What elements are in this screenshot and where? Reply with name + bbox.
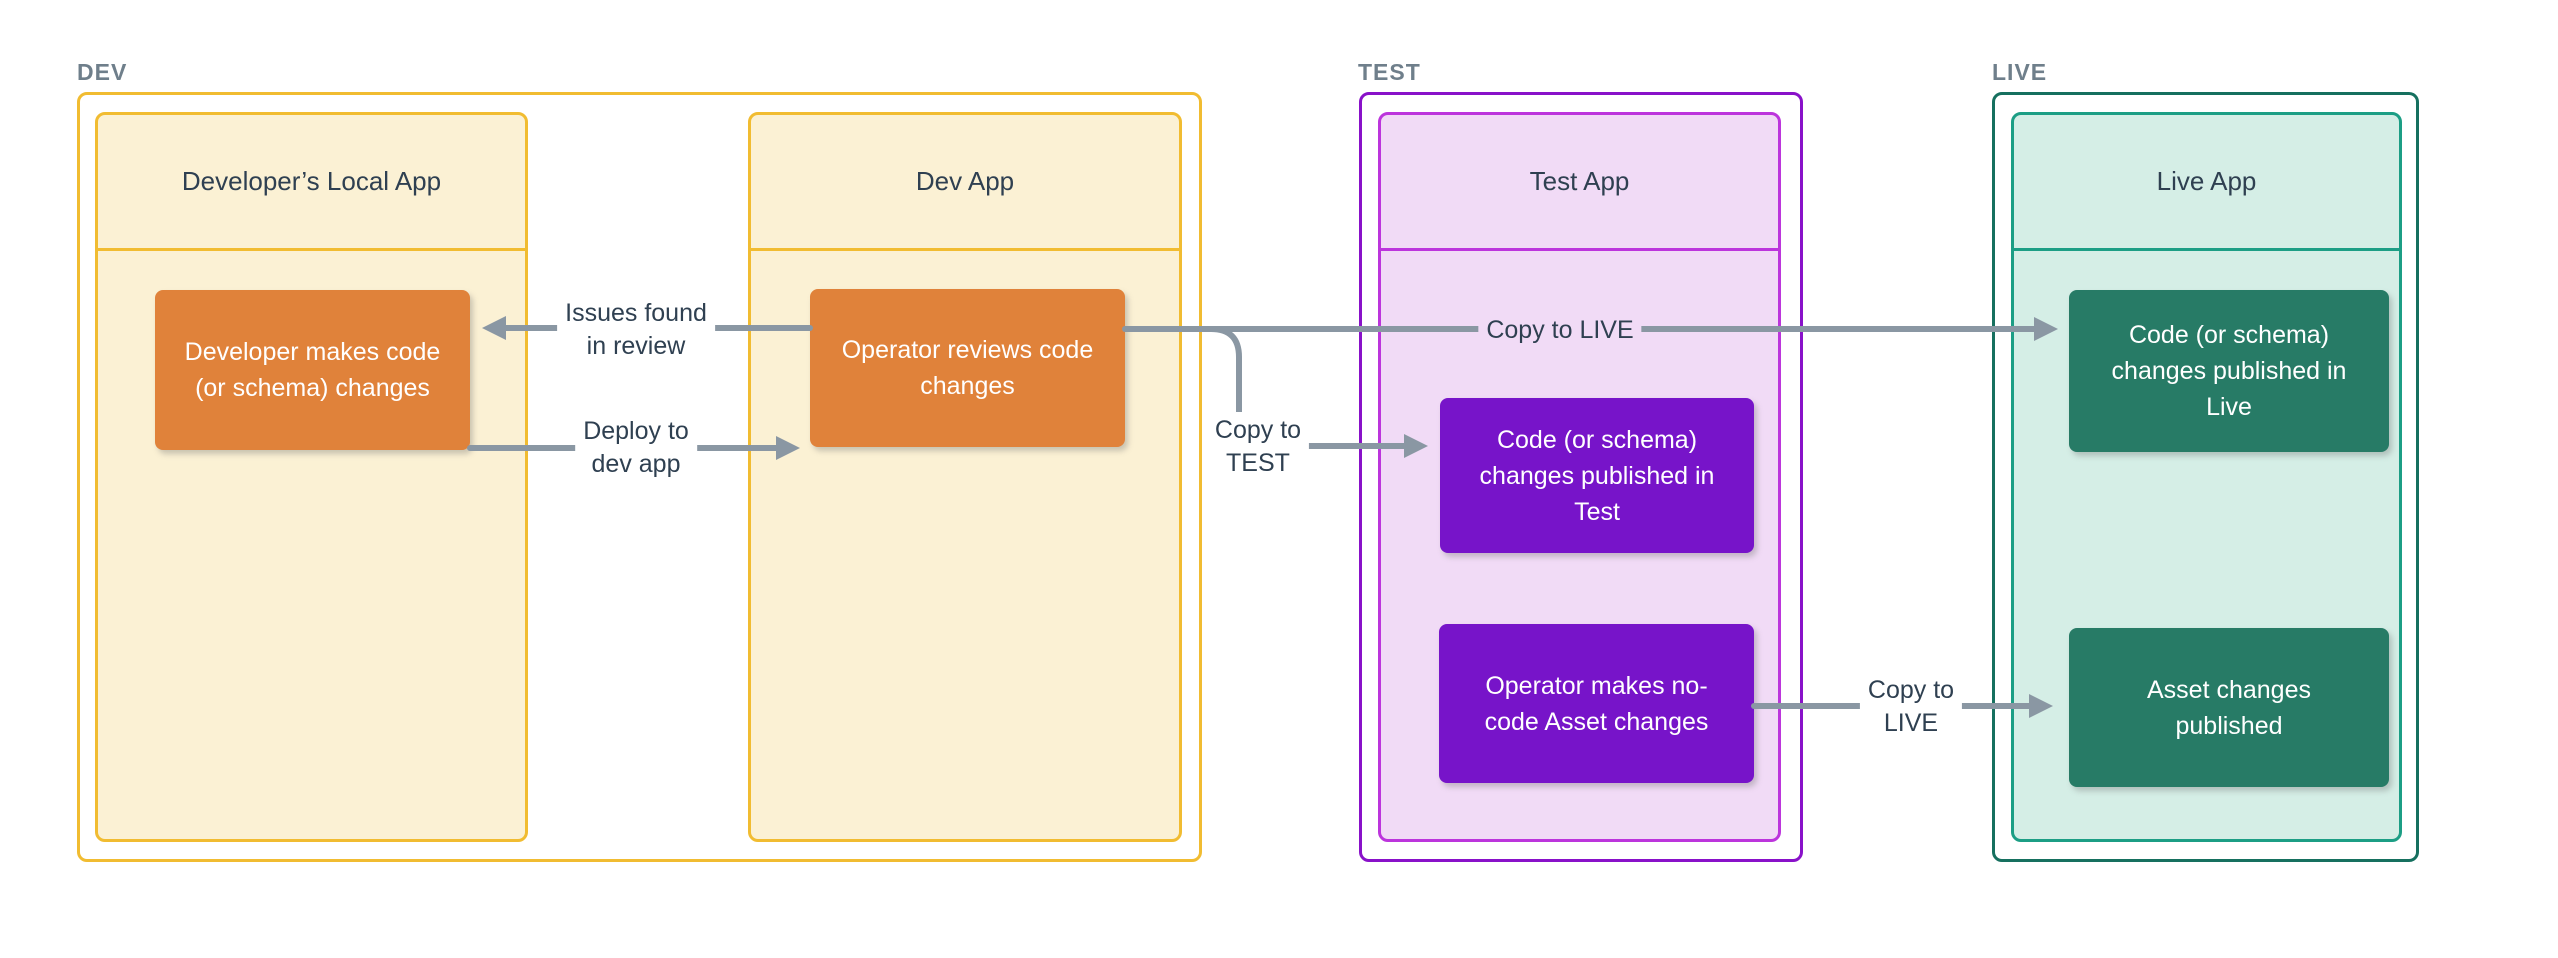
app-box-developers-local-app: Developer’s Local App [95,112,528,842]
app-title-developers-local-app: Developer’s Local App [181,166,442,196]
node-operator-reviews: Operator reviews code changes [810,289,1125,447]
app-title-dev-app: Dev App [915,166,1015,196]
node-developer-makes-changes: Developer makes code (or schema) changes [155,290,470,450]
app-header: Dev App [751,115,1179,251]
section-label-test: TEST [1358,59,1421,85]
app-header: Live App [2014,115,2399,251]
app-header: Test App [1381,115,1778,251]
section-label-live: LIVE [1992,59,2048,85]
edge-label-issues-found: Issues found in review [557,295,715,365]
app-title-test-app: Test App [1529,166,1630,196]
node-live-published: Code (or schema) changes published in Li… [2069,290,2389,452]
section-label-dev: DEV [77,59,128,85]
node-asset-published: Asset changes published [2069,628,2389,787]
edge-label-copy-to-live-assets: Copy to LIVE [1859,672,1963,742]
node-test-published: Code (or schema) changes published in Te… [1440,398,1754,553]
app-title-live-app: Live App [2156,166,2257,196]
app-box-dev-app: Dev App [748,112,1182,842]
edge-label-deploy-to-dev: Deploy to dev app [575,413,697,483]
app-header: Developer’s Local App [98,115,525,251]
node-operator-asset-changes: Operator makes no-code Asset changes [1439,624,1754,783]
edge-label-copy-to-test: Copy to TEST [1206,412,1310,482]
edge-label-copy-to-live-main: Copy to LIVE [1478,312,1642,349]
